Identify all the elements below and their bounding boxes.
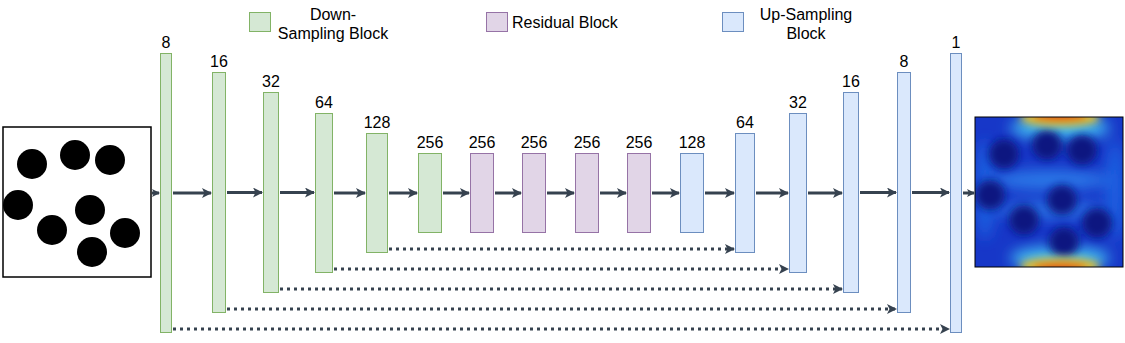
network-block: 256 [418,153,442,233]
flow-arrow [808,192,842,195]
output-frame [975,117,1123,267]
network-block: 8 [897,72,911,313]
input-arrow [152,192,159,195]
flow-arrow [912,191,949,194]
network-block: 128 [366,133,388,253]
flow-arrow [860,191,896,194]
channel-count: 32 [262,73,280,91]
network-block: 1 [950,53,962,333]
flow-arrow [227,191,262,194]
channel-count: 128 [364,114,391,132]
channel-count: 64 [736,114,754,132]
legend-label: Down-Sampling Block [277,5,389,43]
legend-label: Up-Sampling Block [750,5,862,43]
network-block: 8 [160,53,172,333]
channel-count: 256 [626,134,653,152]
flow-arrow [443,192,469,195]
legend-label: Residual Block [512,13,618,32]
channel-count: 256 [574,134,601,152]
flow-arrow [600,192,626,195]
channel-count: 16 [210,53,228,71]
network-block: 32 [789,113,807,273]
legend-swatch [722,12,744,32]
network-block: 256 [522,153,546,233]
flow-arrow [705,192,734,195]
network-block: 16 [843,92,859,293]
network-block: 64 [315,113,333,273]
flow-arrow [652,192,679,195]
flow-arrow [389,192,417,195]
channel-count: 1 [952,34,961,52]
legend-swatch [249,12,271,32]
channel-count: 8 [162,34,171,52]
skip-connection [280,288,842,291]
output-arrow [963,192,974,195]
channel-count: 256 [417,134,444,152]
skip-connection [173,328,949,331]
input-geometry [3,127,151,277]
channel-count: 8 [900,53,909,71]
channel-count: 32 [789,94,807,112]
skip-connection [227,308,896,311]
channel-count: 64 [315,94,333,112]
flow-arrow [495,192,521,195]
network-block: 256 [627,153,651,233]
channel-count: 256 [521,134,548,152]
output-field [975,117,1123,267]
flow-arrow [756,192,788,195]
channel-count: 256 [469,134,496,152]
flow-arrow [280,191,314,194]
skip-connection [389,248,734,251]
network-block: 32 [263,92,279,293]
channel-count: 128 [679,134,706,152]
network-block: 64 [735,133,755,253]
channel-count: 16 [842,73,860,91]
flow-arrow [334,192,365,195]
skip-connection [334,268,788,271]
network-block: 128 [680,153,704,233]
network-block: 16 [212,72,226,313]
network-block: 256 [575,153,599,233]
flow-arrow [173,192,211,195]
legend-swatch [486,12,508,32]
flow-arrow [547,192,574,195]
network-block: 256 [470,153,494,233]
